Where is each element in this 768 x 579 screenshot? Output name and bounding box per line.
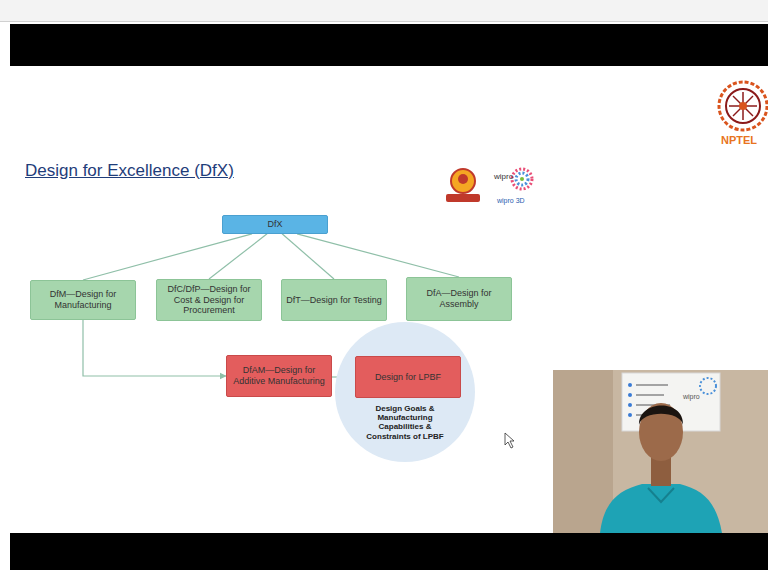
mouse-cursor <box>505 433 514 448</box>
connector <box>282 234 334 279</box>
connector <box>297 234 459 277</box>
highlight-box: Design for LPBF <box>355 356 461 398</box>
circle-caption: Design Goals & Manufacturing Capabilitie… <box>360 404 450 441</box>
nptel-logo <box>719 82 767 130</box>
focus-circle: Design Goals & Manufacturing Capabilitie… <box>335 322 475 462</box>
root-box: DfX <box>222 215 328 234</box>
box-label: DfX <box>267 219 282 230</box>
process-box: DfC/DfP—Design for Cost & Design for Pro… <box>156 279 262 321</box>
box-label: DfM—Design for Manufacturing <box>35 289 131 311</box>
institute-logo <box>446 169 480 202</box>
connector <box>209 234 267 279</box>
connector <box>83 320 226 376</box>
process-box: DfM—Design for Manufacturing <box>30 280 136 320</box>
box-label: DfAM—Design for Additive Manufacturing <box>231 365 327 387</box>
process-box: DfA—Design for Assembly <box>406 277 512 321</box>
box-label: Design for LPBF <box>375 372 441 383</box>
highlight-box: DfAM—Design for Additive Manufacturing <box>226 355 332 397</box>
logo-text: wipro 3D <box>497 197 525 204</box>
process-box: DfT—Design for Testing <box>281 279 387 321</box>
slide-title: Design for Excellence (DfX) <box>25 161 234 181</box>
box-label: DfC/DfP—Design for Cost & Design for Pro… <box>161 284 257 316</box>
logo-text: NPTEL <box>721 134 757 146</box>
circle-shape <box>335 322 475 462</box>
top-black-bar <box>10 24 768 66</box>
box-label: DfT—Design for Testing <box>286 295 381 306</box>
toolbar-border <box>0 21 768 22</box>
wipro-logo <box>512 169 532 189</box>
bottom-black-bar <box>10 533 768 570</box>
webcam-video <box>553 370 768 533</box>
toolbar-strip <box>0 0 768 22</box>
connector <box>83 234 252 280</box>
box-label: DfA—Design for Assembly <box>411 288 507 310</box>
logo-text: wipro <box>494 172 513 181</box>
poster-text: wipro <box>683 393 700 400</box>
